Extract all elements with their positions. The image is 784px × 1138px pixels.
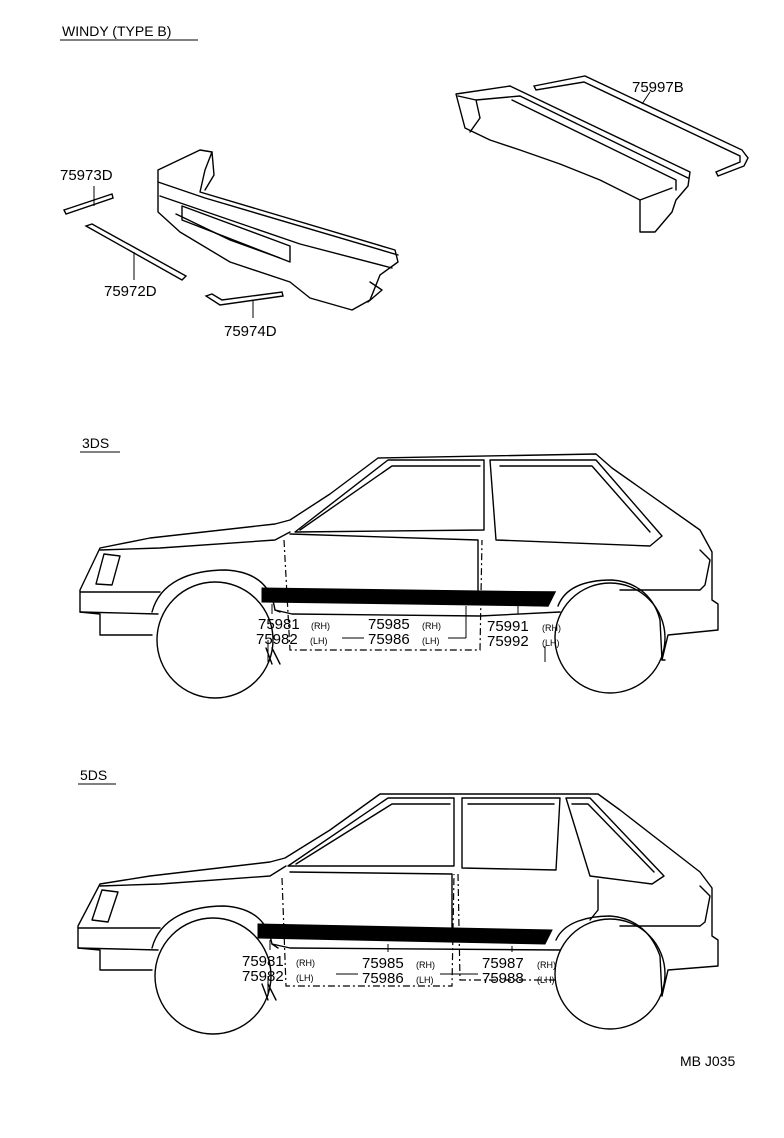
part-label-75987-5ds: 75987 (RH) — [482, 955, 556, 972]
svg-text:75986: 75986 — [368, 631, 410, 648]
view-title-5ds: 5DS — [80, 767, 107, 783]
rear-spoiler-illustration — [455, 75, 749, 233]
svg-text:(RH): (RH) — [542, 623, 561, 633]
footer-code: MB J035 — [680, 1053, 735, 1069]
leader-75997B — [641, 91, 651, 105]
car-3ds-illustration — [79, 453, 719, 699]
svg-text:(LH): (LH) — [416, 975, 434, 985]
svg-text:(LH): (LH) — [310, 636, 328, 646]
part-label-75992-3ds: 75992 (LH) — [487, 633, 560, 650]
part-label-75982-3ds: 75982 (LH) — [256, 631, 328, 648]
svg-text:75985: 75985 — [362, 955, 404, 972]
svg-text:75992: 75992 — [487, 633, 529, 650]
svg-text:(RH): (RH) — [416, 960, 435, 970]
svg-text:(LH): (LH) — [542, 638, 560, 648]
svg-text:(RH): (RH) — [311, 621, 330, 631]
part-label-75981-5ds: 75981 (RH) — [242, 953, 315, 970]
svg-text:75987: 75987 — [482, 955, 524, 972]
svg-text:(RH): (RH) — [537, 960, 556, 970]
svg-text:(RH): (RH) — [296, 958, 315, 968]
side-moulding-3ds-rear-segment — [481, 591, 557, 607]
svg-text:75985: 75985 — [368, 616, 410, 633]
front-spoiler-illustration — [157, 149, 399, 311]
part-label-75985-5ds: 75985 (RH) — [362, 955, 435, 972]
moulding-75974D — [204, 291, 284, 306]
part-label-75988-5ds: 75988 (LH) — [482, 970, 555, 987]
svg-text:(LH): (LH) — [296, 973, 314, 983]
svg-text:75982: 75982 — [242, 968, 284, 985]
part-label-75981-3ds: 75981 (RH) — [258, 616, 330, 633]
diagram-title: WINDY (TYPE B) — [62, 23, 171, 39]
svg-text:75991: 75991 — [487, 618, 529, 635]
moulding-75973D — [63, 193, 114, 215]
svg-text:(LH): (LH) — [537, 975, 555, 985]
part-label-75986-3ds: 75986 (LH) — [368, 631, 440, 648]
svg-text:75982: 75982 — [256, 631, 298, 648]
label-75972D: 75972D — [104, 283, 157, 300]
svg-text:75988: 75988 — [482, 970, 524, 987]
label-75974D: 75974D — [224, 323, 277, 340]
label-75997B: 75997B — [632, 79, 684, 96]
svg-text:(RH): (RH) — [422, 621, 441, 631]
svg-text:75981: 75981 — [258, 616, 300, 633]
svg-text:75981: 75981 — [242, 953, 284, 970]
svg-text:(LH): (LH) — [422, 636, 440, 646]
part-label-75982-5ds: 75982 (LH) — [242, 968, 314, 985]
label-75973D: 75973D — [60, 167, 113, 184]
car-5ds-illustration — [77, 793, 719, 1035]
svg-text:75986: 75986 — [362, 970, 404, 987]
part-label-75985-3ds: 75985 (RH) — [368, 616, 441, 633]
part-label-75991-3ds: 75991 (RH) — [487, 618, 561, 635]
view-title-3ds: 3DS — [82, 435, 109, 451]
moulding-75972D — [84, 223, 188, 281]
side-moulding-5ds — [257, 923, 553, 945]
part-label-75986-5ds: 75986 (LH) — [362, 970, 434, 987]
